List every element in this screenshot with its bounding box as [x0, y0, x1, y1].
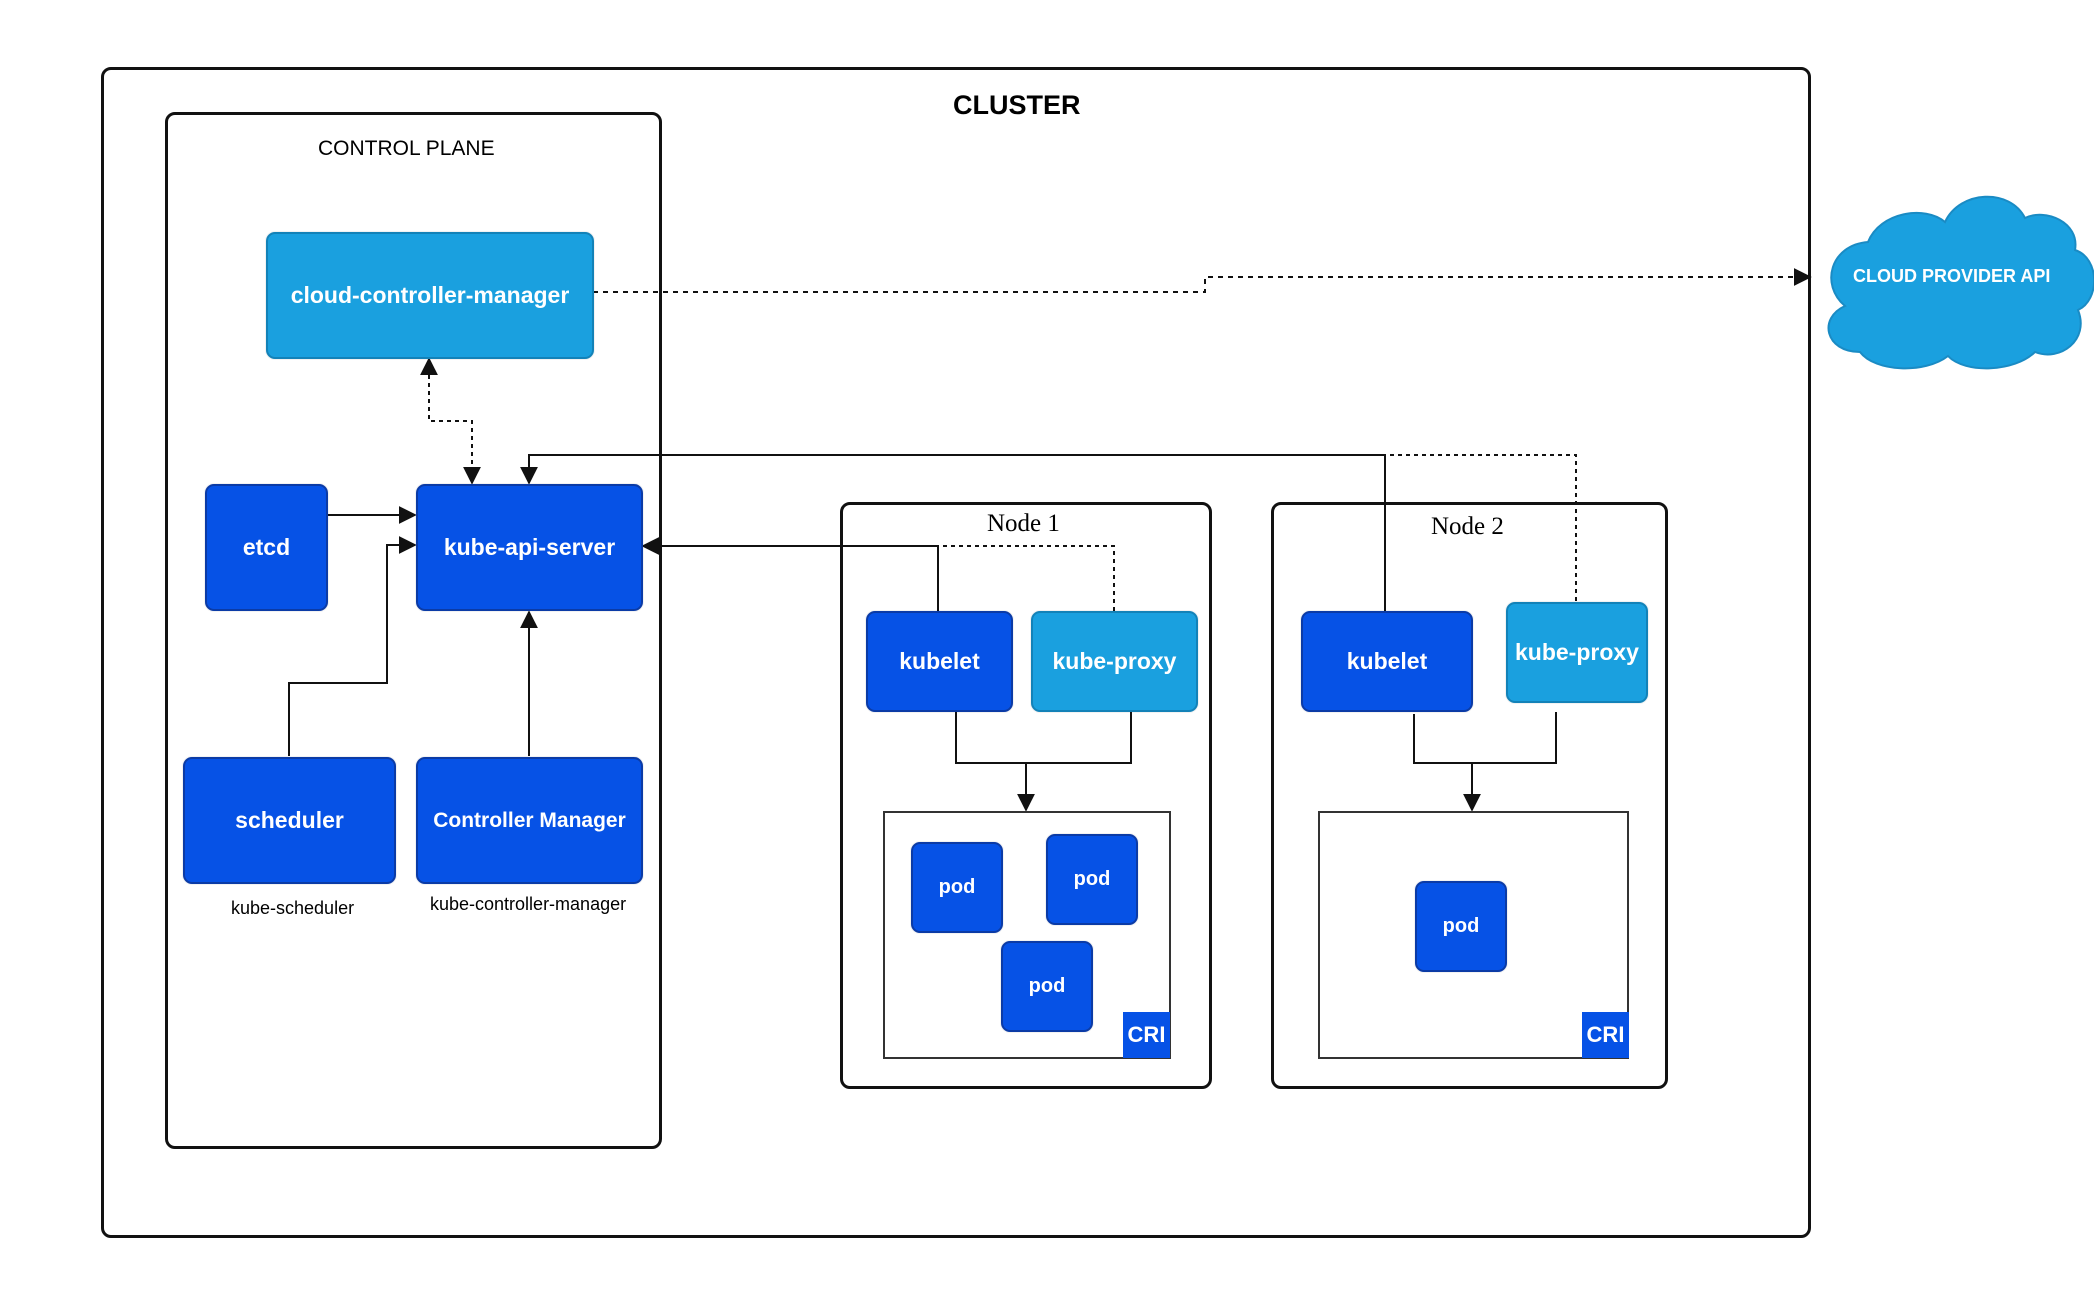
- kube-api-server-box[interactable]: kube-api-server: [416, 484, 643, 611]
- node-1-pod-1[interactable]: pod: [911, 842, 1003, 933]
- cloud-controller-manager-box[interactable]: cloud-controller-manager: [266, 232, 594, 359]
- node-1-pod-3[interactable]: pod: [1001, 941, 1093, 1032]
- node-2-title: Node 2: [1431, 513, 1504, 540]
- node-1-frame: [840, 502, 1212, 1089]
- node-1-kube-proxy-box[interactable]: kube-proxy: [1031, 611, 1198, 712]
- cloud-provider-shape: [1827, 195, 2094, 370]
- node-1-pod-2[interactable]: pod: [1046, 834, 1138, 925]
- node-2-kube-proxy-box[interactable]: kube-proxy: [1506, 602, 1648, 703]
- cluster-frame: [101, 67, 1811, 1238]
- connector-scheduler-to-apiserver: [288, 536, 417, 756]
- cloud-provider-label: CLOUD PROVIDER API: [1853, 266, 2051, 286]
- cluster-title: CLUSTER: [953, 90, 1081, 120]
- node-1-kubelet-box[interactable]: kubelet: [866, 611, 1013, 712]
- connector-node2-kubelet-to-apiserver: [520, 454, 1386, 611]
- connector-node1-proxy-to-runtime: [1017, 712, 1132, 812]
- node-1-cri-badge: CRI: [1123, 1012, 1170, 1058]
- node-2-frame: [1271, 502, 1668, 1089]
- connector-node2-proxy-to-runtime: [1463, 712, 1557, 812]
- etcd-box[interactable]: etcd: [205, 484, 328, 611]
- connector-node2-proxy-to-apiserver: [1385, 454, 1577, 601]
- node-2-cri-badge: CRI: [1582, 1012, 1629, 1058]
- node-1-title: Node 1: [987, 510, 1060, 537]
- control-plane-title: CONTROL PLANE: [318, 137, 495, 160]
- connector-node1-kubelet-to-runtime: [955, 712, 1026, 764]
- controller-manager-box[interactable]: Controller Manager: [416, 757, 643, 884]
- controller-manager-caption: kube-controller-manager: [430, 894, 627, 914]
- scheduler-caption: kube-scheduler: [231, 898, 355, 918]
- connector-ccm-to-apiserver: [420, 357, 481, 485]
- scheduler-box[interactable]: scheduler: [183, 757, 396, 884]
- node-2-pod-1[interactable]: pod: [1415, 881, 1507, 972]
- connector-node2-kubelet-to-runtime: [1413, 714, 1472, 764]
- node-2-kubelet-box[interactable]: kubelet: [1301, 611, 1473, 712]
- control-plane-frame: [165, 112, 662, 1149]
- connector-node1-proxy-to-apiserver: [938, 545, 1115, 611]
